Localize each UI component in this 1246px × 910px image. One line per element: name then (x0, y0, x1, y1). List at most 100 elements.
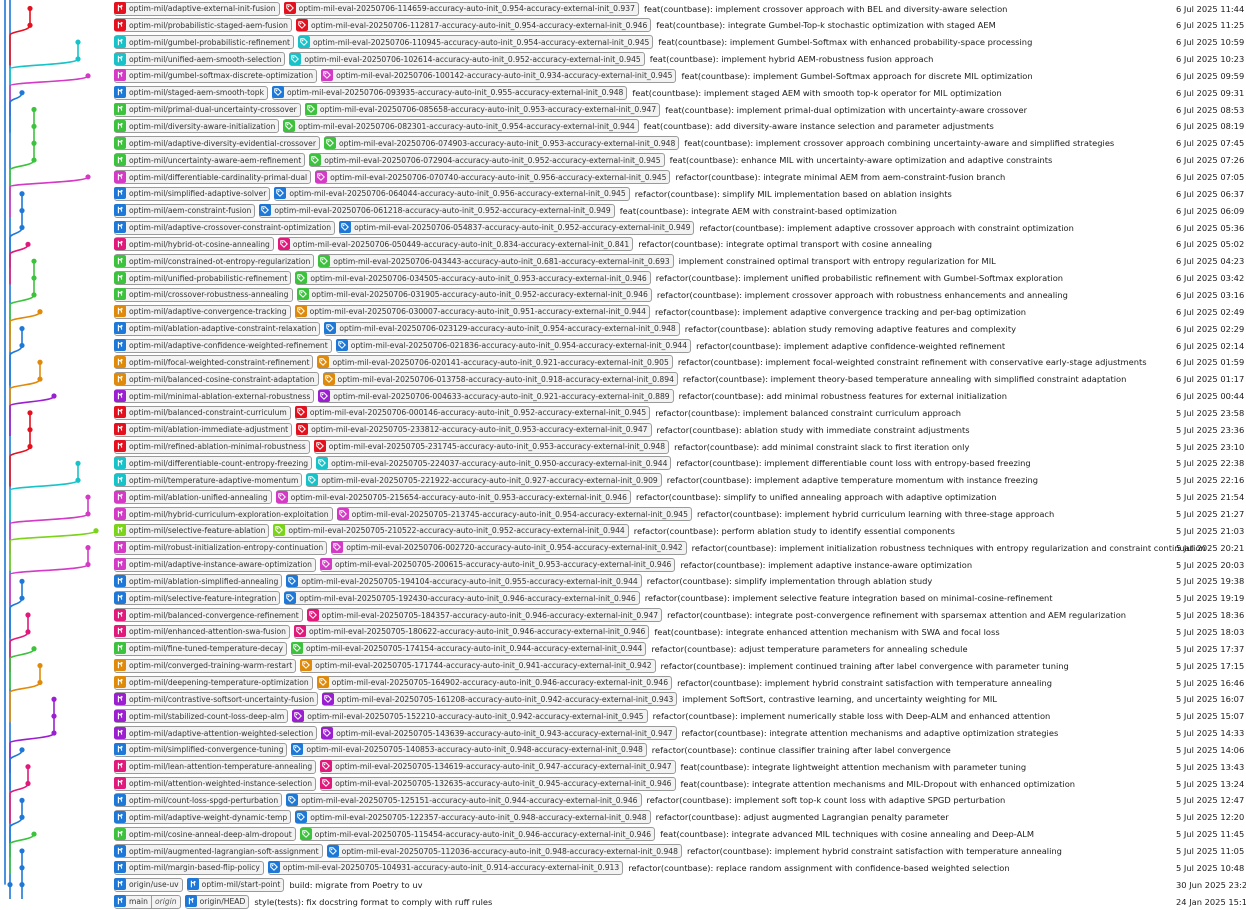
tag-label[interactable]: optim-mil-eval-20250706-034505-accuracy-… (295, 271, 650, 285)
commit-row[interactable]: optim-mil/uncertainty-aware-aem-refineme… (114, 152, 1246, 169)
branch-label[interactable]: optim-mil/ablation-unified-annealing (114, 490, 272, 504)
branch-label[interactable]: optim-mil/cosine-anneal-deep-alm-dropout (114, 827, 296, 841)
tag-label[interactable]: optim-mil-eval-20250705-140853-accuracy-… (291, 743, 646, 757)
commit-dot[interactable] (19, 596, 24, 601)
branch-label[interactable]: optim-mil/converged-training-warm-restar… (114, 659, 296, 673)
commit-row[interactable]: optim-mil/gumbel-softmax-discrete-optimi… (114, 67, 1246, 84)
commit-row[interactable]: optim-mil/ablation-simplified-annealing o… (114, 573, 1246, 590)
branch-label[interactable]: optim-mil/adaptive-convergence-tracking (114, 305, 291, 319)
commit-dot[interactable] (25, 612, 30, 617)
tag-label[interactable]: optim-mil-eval-20250706-013758-accuracy-… (323, 372, 678, 386)
commit-dot[interactable] (31, 646, 36, 651)
tag-label[interactable]: optim-mil-eval-20250706-061218-accuracy-… (259, 204, 614, 218)
commit-dot[interactable] (19, 848, 24, 853)
commit-dot[interactable] (85, 73, 90, 78)
commit-dot[interactable] (19, 90, 24, 95)
tag-label[interactable]: optim-mil-eval-20250706-000146-accuracy-… (295, 406, 650, 420)
branch-label[interactable]: optim-mil/staged-aem-smooth-topk (114, 86, 268, 100)
branch-label[interactable]: optim-mil/gumbel-probabilistic-refinemen… (114, 35, 294, 49)
commit-dot[interactable] (85, 511, 90, 516)
commit-dot[interactable] (19, 815, 24, 820)
tag-label[interactable]: optim-mil-eval-20250705-171744-accuracy-… (300, 659, 655, 673)
commit-row[interactable]: optim-mil/stabilized-count-loss-deep-alm… (114, 708, 1246, 725)
commit-row[interactable]: optim-mil/adaptive-instance-aware-optimi… (114, 556, 1246, 573)
tag-label[interactable]: optim-mil-eval-20250706-072904-accuracy-… (309, 153, 664, 167)
branch-label[interactable]: optim-mil/adaptive-attention-weighted-se… (114, 726, 317, 740)
commit-dot[interactable] (19, 208, 24, 213)
tag-label[interactable]: optim-mil-eval-20250705-192430-accuracy-… (284, 591, 639, 605)
tag-label[interactable]: optim-mil-eval-20250705-231745-accuracy-… (314, 440, 669, 454)
commit-dot[interactable] (31, 157, 36, 162)
tag-label[interactable]: optim-mil-eval-20250705-174154-accuracy-… (291, 642, 646, 656)
branch-label[interactable]: optim-mil/ablation-simplified-annealing (114, 574, 282, 588)
commit-row[interactable]: optim-mil/adaptive-crossover-constraint-… (114, 219, 1246, 236)
branch-label[interactable]: optim-mil/uncertainty-aware-aem-refineme… (114, 153, 305, 167)
commit-dot[interactable] (85, 494, 90, 499)
commit-row[interactable]: optim-mil/primal-dual-uncertainty-crosso… (114, 101, 1246, 118)
commit-dot[interactable] (51, 393, 56, 398)
tag-label[interactable]: optim-mil-eval-20250706-070740-accuracy-… (315, 170, 670, 184)
commit-row[interactable]: optim-mil/simplified-adaptive-solver opti… (114, 185, 1246, 202)
branch-label[interactable]: optim-mil/adaptive-instance-aware-optimi… (114, 558, 316, 572)
commit-row[interactable]: optim-mil/adaptive-attention-weighted-se… (114, 725, 1246, 742)
commit-dot[interactable] (31, 831, 36, 836)
commit-row[interactable]: optim-mil/converged-training-warm-restar… (114, 657, 1246, 674)
tag-label[interactable]: optim-mil-eval-20250705-125151-accuracy-… (286, 793, 641, 807)
tag-label[interactable]: optim-mil-eval-20250706-064044-accuracy-… (274, 187, 629, 201)
commit-row[interactable]: optim-mil/unified-probabilistic-refineme… (114, 270, 1246, 287)
commit-dot[interactable] (75, 478, 80, 483)
branch-label[interactable]: optim-mil/crossover-robustness-annealing (114, 288, 293, 302)
tag-label[interactable]: optim-mil-eval-20250706-074903-accuracy-… (324, 136, 679, 150)
tag-label[interactable]: optim-mil-eval-20250705-161208-accuracy-… (322, 692, 677, 706)
commit-row[interactable]: optim-mil/balanced-constraint-curriculum… (114, 404, 1246, 421)
branch-label[interactable]: optim-mil/selective-feature-ablation (114, 524, 269, 538)
branch-label[interactable]: optim-mil/hybrid-curriculum-exploration-… (114, 507, 333, 521)
commit-row[interactable]: optim-mil/constrained-ot-entropy-regular… (114, 253, 1246, 270)
branch-label[interactable]: optim-mil/differentiable-count-entropy-f… (114, 456, 312, 470)
commit-dot[interactable] (75, 56, 80, 61)
branch-label[interactable]: optim-mil/constrained-ot-entropy-regular… (114, 254, 314, 268)
commit-row[interactable]: optim-mil/gumbel-probabilistic-refinemen… (114, 34, 1246, 51)
tag-label[interactable]: optim-mil-eval-20250705-224037-accuracy-… (316, 456, 671, 470)
commit-dot[interactable] (51, 714, 56, 719)
branch-label[interactable]: optim-mil/lean-attention-temperature-ann… (114, 760, 316, 774)
commit-dot[interactable] (19, 191, 24, 196)
commit-dot[interactable] (31, 259, 36, 264)
commit-dot[interactable] (75, 461, 80, 466)
commit-dot[interactable] (31, 275, 36, 280)
tag-label[interactable]: optim-mil-eval-20250705-210522-accuracy-… (273, 524, 628, 538)
tag-label[interactable]: optim-mil-eval-20250706-030007-accuracy-… (295, 305, 650, 319)
branch-label[interactable]: optim-mil/deepening-temperature-optimiza… (114, 676, 313, 690)
commit-dot[interactable] (27, 6, 32, 11)
tag-label[interactable]: optim-mil-eval-20250705-112036-accuracy-… (327, 844, 682, 858)
tag-label[interactable]: optim-mil-eval-20250706-050449-accuracy-… (278, 237, 633, 251)
commit-row[interactable]: optim-mil/adaptive-confidence-weighted-r… (114, 337, 1246, 354)
commit-dot[interactable] (19, 747, 24, 752)
branch-label[interactable]: optim-mil/gumbel-softmax-discrete-optimi… (114, 69, 317, 83)
commit-dot[interactable] (25, 242, 30, 247)
tag-label[interactable]: optim-mil-eval-20250705-233812-accuracy-… (296, 423, 651, 437)
branch-label[interactable]: origin/HEAD (185, 895, 250, 909)
commit-dot[interactable] (51, 697, 56, 702)
branch-label[interactable]: optim-mil/aem-constraint-fusion (114, 204, 255, 218)
branch-label[interactable]: optim-mil/adaptive-diversity-evidential-… (114, 136, 320, 150)
commit-dot[interactable] (37, 663, 42, 668)
branch-label[interactable]: optim-mil/simplified-adaptive-solver (114, 187, 270, 201)
tag-label[interactable]: optim-mil-eval-20250705-143639-accuracy-… (321, 726, 676, 740)
branch-label[interactable]: optim-mil/adaptive-external-init-fusion (114, 2, 280, 16)
branch-label[interactable]: optim-mil/selective-feature-integration (114, 591, 280, 605)
commit-row[interactable]: optim-mil/ablation-adaptive-constraint-r… (114, 320, 1246, 337)
commit-dot[interactable] (19, 798, 24, 803)
tag-label[interactable]: optim-mil-eval-20250705-184357-accuracy-… (307, 608, 662, 622)
branch-label[interactable]: optim-mil/primal-dual-uncertainty-crosso… (114, 103, 301, 117)
commit-row[interactable]: optim-mil/robust-initialization-entropy-… (114, 539, 1246, 556)
tag-label[interactable]: optim-mil-eval-20250705-194104-accuracy-… (286, 574, 641, 588)
